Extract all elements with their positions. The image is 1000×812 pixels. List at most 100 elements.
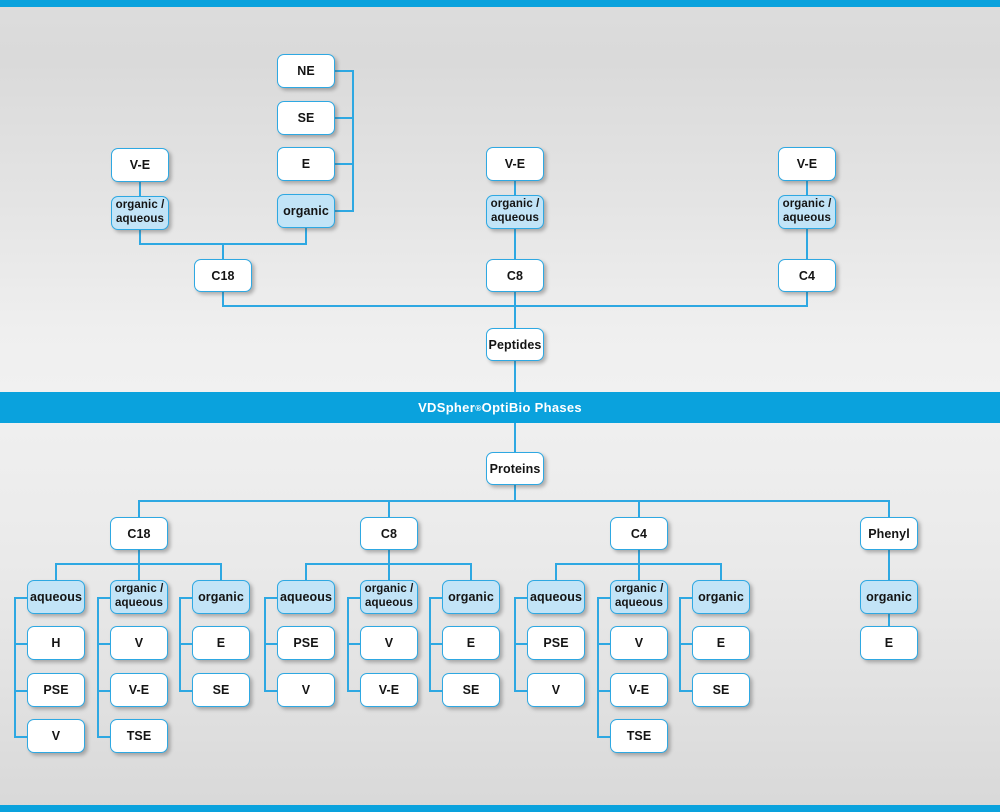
node-label: organic / aqueous [614, 583, 664, 609]
proteins-c8-aqueous-child-v[interactable]: V [277, 673, 335, 707]
node-label: TSE [126, 729, 152, 743]
proteins-c4-organic-child-e[interactable]: E [692, 626, 750, 660]
proteins-root[interactable]: Proteins [486, 452, 544, 485]
proteins-c18-aqueous-child-v[interactable]: V [27, 719, 85, 753]
proteins-phase-phenyl[interactable]: Phenyl [860, 517, 918, 550]
peptides-c18-mode-organic[interactable]: organic [277, 194, 335, 228]
node-label: C18 [211, 268, 235, 283]
proteins-c4-mode-aqueous[interactable]: aqueous [527, 580, 585, 614]
peptides-c18-organic-child-e[interactable]: E [277, 147, 335, 181]
connector-rail-to-peptides [514, 305, 516, 328]
node-label: NE [297, 64, 315, 78]
node-label: Phenyl [868, 526, 910, 541]
connector-c8-group-down [388, 550, 390, 564]
proteins-phase-c4[interactable]: C4 [610, 517, 668, 550]
proteins-phenyl-mode-organic[interactable]: organic [860, 580, 918, 614]
node-label: E [216, 636, 226, 650]
proteins-c8-oa-child-v[interactable]: V [360, 626, 418, 660]
node-label: SE [712, 683, 730, 697]
connector-bracket-spine-c4-oa [597, 597, 599, 737]
connector-stub-c18-oa-head [97, 597, 112, 599]
connector-c4-rail-aqueous [555, 563, 557, 580]
proteins-phase-c8[interactable]: C8 [360, 517, 418, 550]
peptides-c8-mode-organic-aqueous[interactable]: organic / aqueous [486, 195, 544, 229]
connector-c4-down [806, 292, 808, 306]
proteins-c18-mode-organic[interactable]: organic [192, 580, 250, 614]
proteins-c4-aqueous-child-v[interactable]: V [527, 673, 585, 707]
connector-stub-c4-org-head [679, 597, 694, 599]
node-label: E [884, 636, 894, 650]
connector-stub-e [335, 163, 354, 165]
proteins-c4-oa-child-tse[interactable]: TSE [610, 719, 668, 753]
node-label: V-E [504, 157, 526, 171]
connector-stub-c18-org-1 [179, 690, 194, 692]
peptides-c18-oa-child-ve[interactable]: V-E [111, 148, 169, 182]
peptides-c4-oa-child-ve[interactable]: V-E [778, 147, 836, 181]
peptides-c18-organic-child-ne[interactable]: NE [277, 54, 335, 88]
node-label: V [634, 636, 644, 650]
node-label: V [551, 683, 561, 697]
proteins-c18-mode-organic-aqueous[interactable]: organic / aqueous [110, 580, 168, 614]
connector-peptides-c8-ve-to-oa [514, 181, 516, 195]
proteins-c8-organic-child-e[interactable]: E [442, 626, 500, 660]
connector-organic-down-c18 [305, 228, 307, 244]
connector-phenyl-to-organic [888, 550, 890, 580]
proteins-c18-aqueous-child-pse[interactable]: PSE [27, 673, 85, 707]
proteins-c18-oa-child-ve[interactable]: V-E [110, 673, 168, 707]
connector-c8-rail-aqueous [305, 563, 307, 580]
proteins-c8-oa-child-ve[interactable]: V-E [360, 673, 418, 707]
peptides-phase-c4[interactable]: C4 [778, 259, 836, 292]
proteins-phase-c18[interactable]: C18 [110, 517, 168, 550]
proteins-c4-mode-organic-aqueous[interactable]: organic / aqueous [610, 580, 668, 614]
banner-rest: OptiBio Phases [481, 400, 582, 415]
connector-stub-c18-aqueous-0 [14, 643, 29, 645]
proteins-c18-organic-child-e[interactable]: E [192, 626, 250, 660]
peptides-phase-c8[interactable]: C8 [486, 259, 544, 292]
peptides-c18-mode-organic-aqueous[interactable]: organic / aqueous [111, 196, 169, 230]
connector-stub-c8-oa-0 [347, 643, 362, 645]
proteins-c8-mode-aqueous[interactable]: aqueous [277, 580, 335, 614]
peptides-phase-c18[interactable]: C18 [194, 259, 252, 292]
proteins-c18-aqueous-child-h[interactable]: H [27, 626, 85, 660]
node-label: V [301, 683, 311, 697]
connector-proteins-rail [138, 500, 889, 502]
proteins-c8-organic-child-se[interactable]: SE [442, 673, 500, 707]
connector-rail-to-proteins-c4 [638, 500, 640, 517]
proteins-c4-mode-organic[interactable]: organic [692, 580, 750, 614]
connector-stub-c4-oa-0 [597, 643, 612, 645]
node-label: V [384, 636, 394, 650]
peptides-c8-oa-child-ve[interactable]: V-E [486, 147, 544, 181]
connector-rail-to-proteins-phenyl [888, 500, 890, 517]
connector-stub-c8-org-1 [429, 690, 444, 692]
peptides-root[interactable]: Peptides [486, 328, 544, 361]
connector-c8-rail-organic [470, 563, 472, 580]
proteins-c18-oa-child-v[interactable]: V [110, 626, 168, 660]
node-label: PSE [293, 636, 319, 650]
node-label: organic / aqueous [114, 583, 164, 609]
peptides-c4-mode-organic-aqueous[interactable]: organic / aqueous [778, 195, 836, 229]
proteins-c18-organic-child-se[interactable]: SE [192, 673, 250, 707]
proteins-c4-oa-child-ve[interactable]: V-E [610, 673, 668, 707]
peptides-c18-organic-child-se[interactable]: SE [277, 101, 335, 135]
node-label: V-E [129, 158, 151, 172]
proteins-c4-oa-child-v[interactable]: V [610, 626, 668, 660]
connector-stub-c4-aq-1 [514, 690, 529, 692]
proteins-c8-mode-organic[interactable]: organic [442, 580, 500, 614]
node-label: organic / aqueous [364, 583, 414, 609]
node-label: organic [866, 590, 912, 604]
proteins-c8-aqueous-child-pse[interactable]: PSE [277, 626, 335, 660]
node-label: organic [198, 590, 244, 604]
proteins-c4-organic-child-se[interactable]: SE [692, 673, 750, 707]
node-label: C8 [506, 268, 524, 283]
connector-c18-rail-organic [220, 563, 222, 580]
proteins-c4-aqueous-child-pse[interactable]: PSE [527, 626, 585, 660]
proteins-c18-oa-child-tse[interactable]: TSE [110, 719, 168, 753]
proteins-phenyl-organic-child-e[interactable]: E [860, 626, 918, 660]
node-label: TSE [626, 729, 652, 743]
proteins-c18-mode-aqueous[interactable]: aqueous [27, 580, 85, 614]
connector-stub-c18-oa-0 [97, 643, 112, 645]
connector-proteins-down [514, 485, 516, 501]
connector-stub-c18-aqueous-1 [14, 690, 29, 692]
proteins-c8-mode-organic-aqueous[interactable]: organic / aqueous [360, 580, 418, 614]
